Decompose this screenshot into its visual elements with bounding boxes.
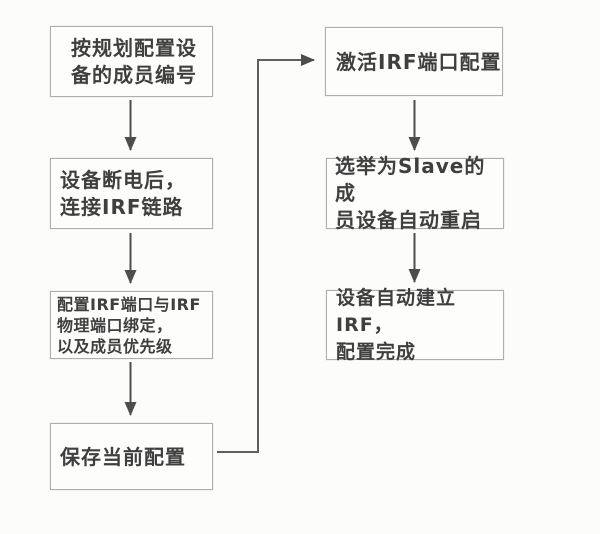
flow-node-label: 激活IRF端口配置 <box>336 49 502 74</box>
flow-node-bind-irf-ports: 配置IRF端口与IRF 物理端口绑定， 以及成员优先级 <box>50 291 213 359</box>
flow-node-label: 设备自动建立IRF， 配置完成 <box>336 286 457 363</box>
elbow-arrow-save-config-to-activate-irf <box>217 54 315 453</box>
flow-node-label: 保存当前配置 <box>60 444 186 469</box>
flow-node-save-config: 保存当前配置 <box>50 423 213 490</box>
flow-node-slave-reboot: 选举为Slave的成 员设备自动重启 <box>326 154 504 232</box>
flow-node-activate-irf: 激活IRF端口配置 <box>325 27 503 96</box>
flow-node-label: 按规划配置设 备的成员编号 <box>71 35 197 87</box>
flow-node-power-off-connect: 设备断电后， 连接IRF链路 <box>50 158 213 229</box>
flow-node-set-member-id: 按规划配置设 备的成员编号 <box>50 26 213 97</box>
flow-node-label: 设备断电后， 连接IRF链路 <box>60 167 186 219</box>
flow-node-irf-complete: 设备自动建立IRF， 配置完成 <box>326 287 504 363</box>
flow-node-label: 选举为Slave的成 员设备自动重启 <box>335 154 486 232</box>
flow-node-label: 配置IRF端口与IRF 物理端口绑定， 以及成员优先级 <box>57 294 201 356</box>
